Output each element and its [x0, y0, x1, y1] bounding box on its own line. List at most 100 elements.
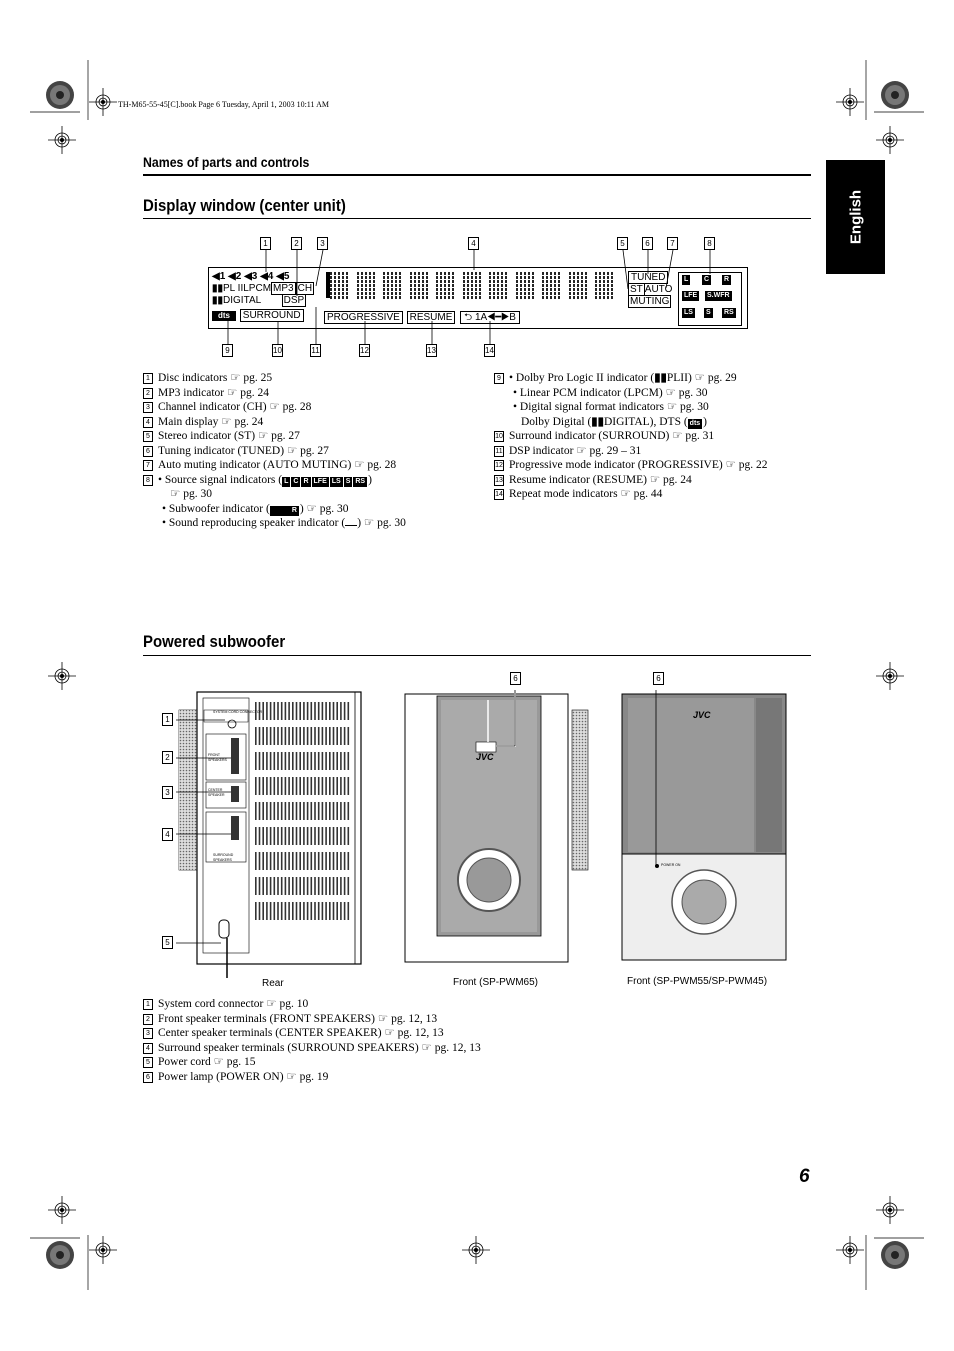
- vent-slot: [266, 702, 268, 720]
- item-text: DSP indicator: [509, 444, 574, 457]
- vent-slot: [306, 852, 309, 870]
- vent-slot: [343, 827, 346, 845]
- vent-slot: [269, 777, 272, 795]
- callout-11: 11: [310, 344, 321, 357]
- subwoofer-title-rule: [143, 655, 811, 656]
- vent-slot: [321, 902, 324, 920]
- callout-4: 4: [468, 237, 479, 250]
- dts-indicator: dts: [212, 311, 236, 321]
- item-text: Tuning indicator (TUNED): [158, 444, 285, 457]
- vent-slot: [288, 902, 290, 920]
- jvc-logo-2: JVC: [693, 710, 711, 720]
- vent-slot: [255, 902, 257, 920]
- vent-slot: [255, 727, 257, 745]
- vent-slot: [258, 852, 261, 870]
- vent-slot: [303, 752, 305, 770]
- vent-slot: [273, 727, 276, 745]
- vent-slot: [299, 727, 301, 745]
- display-title-rule: [143, 218, 811, 219]
- vent-slot: [269, 902, 272, 920]
- vent-slot: [284, 777, 287, 795]
- vent-slot: [303, 852, 305, 870]
- vent-slot: [277, 702, 279, 720]
- main-display-segments: [326, 272, 330, 298]
- vent-slot: [314, 802, 316, 820]
- pointing-hand-icon: ☞: [230, 372, 241, 384]
- vent-slot: [266, 802, 268, 820]
- callout-12: 12: [359, 344, 370, 357]
- surround-indicator: SURROUND: [239, 309, 304, 322]
- vent-slot: [262, 777, 264, 795]
- vent-slot: [255, 852, 257, 870]
- list-item-8-sub: • Subwoofer indicator (R) ☞ pg. 30: [162, 502, 349, 516]
- vent-slot: [258, 777, 261, 795]
- item-number: 3: [143, 1028, 153, 1039]
- callout-5: 5: [617, 237, 628, 250]
- item-text: MP3 indicator: [158, 386, 225, 399]
- vent-slot: [303, 777, 305, 795]
- list-item-9-lpcm: • Linear PCM indicator (LPCM) ☞ pg. 30: [513, 386, 708, 399]
- vent-slot: [269, 852, 272, 870]
- vent-slot: [299, 752, 301, 770]
- segment-grid: [330, 270, 622, 300]
- vent-slot: [310, 852, 313, 870]
- vent-slot: [306, 802, 309, 820]
- vent-slot: [340, 752, 342, 770]
- vent-slot: [310, 727, 313, 745]
- progressive-indicator: PROGRESSIVE: [324, 311, 403, 324]
- segment-cell: [383, 271, 403, 299]
- vent-slot: [292, 777, 294, 795]
- item-text: Disc indicators: [158, 372, 228, 384]
- jvc-logo: JVC: [476, 752, 494, 762]
- pointing-hand-icon: ☞: [257, 430, 269, 442]
- vent-slot: [269, 727, 272, 745]
- item-text: Power lamp (POWER ON): [158, 1070, 284, 1083]
- vent-slot: [299, 702, 301, 720]
- vent-slot: [266, 777, 268, 795]
- vent-slot: [258, 877, 261, 895]
- vent-slot: [284, 902, 287, 920]
- list-item-9-digital: • Digital signal format indicators ☞ pg.…: [513, 401, 709, 413]
- vent-slot: [347, 827, 350, 845]
- vent-slot: [262, 702, 264, 720]
- subwoofer-front-pwm65-figure: [404, 690, 589, 963]
- callout-1: 1: [260, 237, 271, 250]
- vent-slot: [292, 852, 294, 870]
- callout-2: 2: [291, 237, 302, 250]
- vent-slot: [332, 827, 335, 845]
- segment-cell: [568, 271, 589, 299]
- vent-slot: [273, 852, 276, 870]
- vent-slot: [292, 727, 294, 745]
- vent-slot: [306, 727, 309, 745]
- vent-slot: [284, 752, 287, 770]
- vent-slot: [299, 852, 301, 870]
- pointing-hand-icon: ☞: [363, 517, 375, 529]
- vent-slot: [255, 827, 257, 845]
- vent-slot: [310, 802, 313, 820]
- vent-slot: [303, 702, 305, 720]
- segment-cell: [515, 271, 536, 299]
- lcd-row3: ▮▮DIGITAL DSP: [212, 294, 307, 307]
- vent-slot: [262, 752, 264, 770]
- vent-slot: [329, 852, 331, 870]
- vent-slot: [262, 802, 264, 820]
- display-section-title: Display window (center unit): [143, 196, 346, 215]
- vent-slot: [329, 702, 331, 720]
- display-legend-right: 9• Dolby Pro Logic II indicator (▮▮PLII)…: [494, 371, 814, 502]
- item-number: 4: [143, 1042, 153, 1054]
- vent-slot: [303, 902, 305, 920]
- vent-slot: [347, 727, 350, 745]
- page-ref: pg. 12, 13: [397, 1027, 444, 1039]
- item-text: Center speaker terminals (CENTER SPEAKER…: [158, 1027, 382, 1039]
- vent-slot: [258, 827, 261, 845]
- vent-slot: [277, 777, 279, 795]
- vent-slot: [340, 802, 342, 820]
